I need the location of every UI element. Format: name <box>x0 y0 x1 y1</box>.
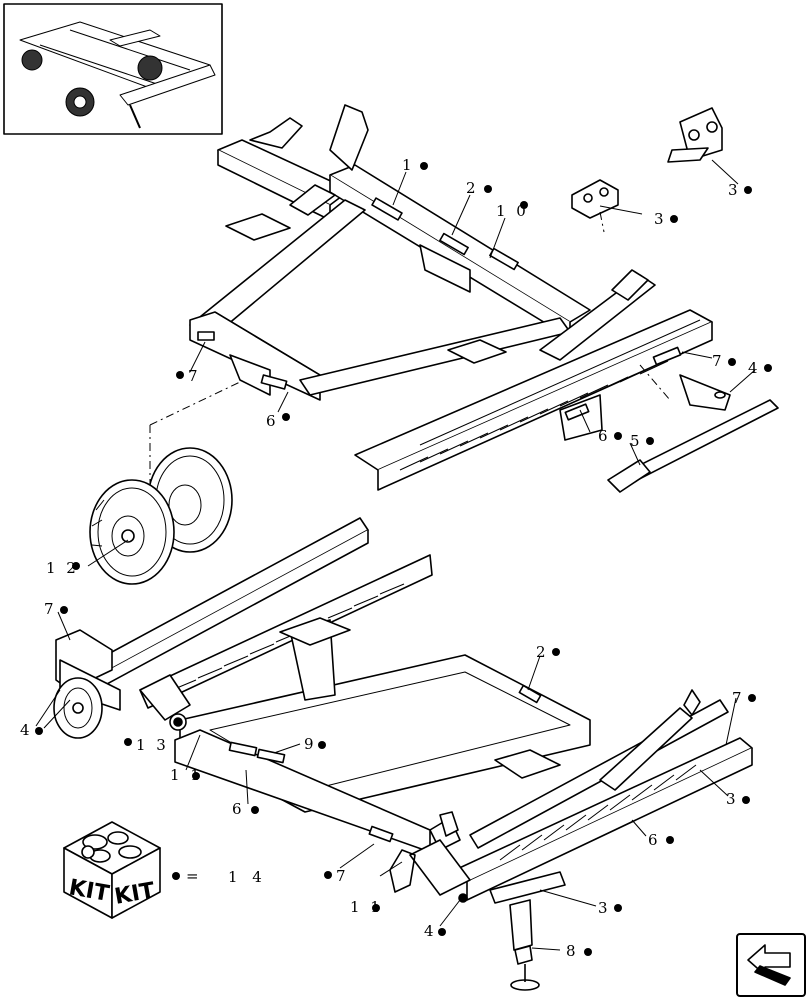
marker-dot <box>744 186 752 194</box>
callout-7-right-top: 7 <box>712 352 725 370</box>
marker-dot <box>124 738 132 746</box>
upper-main-frame <box>189 104 591 401</box>
marker-dot <box>584 948 592 956</box>
dual-wheel-assembly <box>89 447 233 585</box>
marker-dot <box>318 741 326 749</box>
marker-dot <box>35 727 43 735</box>
marker-dot <box>372 904 380 912</box>
marker-dot <box>666 836 674 844</box>
callout-3-low-right: 3 <box>726 790 739 808</box>
callout-13: 1 3 <box>136 736 169 754</box>
marker-dot <box>748 694 756 702</box>
marker-dot <box>728 358 736 366</box>
overview-thumbnail <box>3 3 223 135</box>
callout-3a: 3 <box>728 181 741 199</box>
callout-6-top-left: 6 <box>266 412 279 430</box>
callout-12: 1 2 <box>46 559 79 577</box>
return-arrow-icon[interactable] <box>736 933 806 997</box>
callout-3b: 3 <box>654 210 667 228</box>
marker-dot <box>742 796 750 804</box>
callout-6-top-mid: 6 <box>598 427 611 445</box>
marker-dot <box>282 413 290 421</box>
callout-4-left-low: 4 <box>20 721 33 739</box>
callout-8: 8 <box>566 942 579 960</box>
callout-11a: 1 1 <box>170 766 203 784</box>
lower-left-hitch <box>53 629 191 739</box>
kit-legend-dot <box>172 872 180 880</box>
callout-7-left-top: 7 <box>188 367 201 385</box>
marker-dot <box>614 432 622 440</box>
callout-10: 1 0 <box>496 202 529 220</box>
callout-9: 9 <box>304 735 317 753</box>
callout-2-top: 2 <box>466 179 479 197</box>
marker-dot <box>646 437 654 445</box>
marker-dot <box>176 371 184 379</box>
marker-dot <box>764 364 772 372</box>
marker-dot <box>72 562 80 570</box>
marker-dot <box>420 162 428 170</box>
marker-dot <box>520 201 528 209</box>
marker-dot <box>552 648 560 656</box>
callout-2-low: 2 <box>536 643 549 661</box>
callout-5: 5 <box>630 432 643 450</box>
upper-right-track <box>354 269 713 491</box>
marker-dot <box>192 772 200 780</box>
marker-dot <box>614 904 622 912</box>
callout-1: 1 <box>402 156 415 174</box>
kit-box-icon <box>63 821 161 919</box>
upper-drawbar <box>607 374 779 493</box>
lower-right-track <box>429 689 753 901</box>
marker-dot <box>670 215 678 223</box>
kit-legend-equals: = <box>186 867 204 885</box>
callout-7-low-mid: 7 <box>336 867 349 885</box>
marker-dot <box>438 928 446 936</box>
callout-6-low-left: 6 <box>232 800 245 818</box>
callout-11b: 1 1 <box>350 898 383 916</box>
marker-dot <box>60 606 68 614</box>
kit-legend-number: 1 4 <box>228 868 267 886</box>
marker-dot <box>251 806 259 814</box>
callout-4-right: 4 <box>748 359 761 377</box>
callout-4-bottom: 4 <box>424 922 437 940</box>
callout-7-left-low: 7 <box>44 600 57 618</box>
callout-leader-lines <box>35 159 756 951</box>
callout-3-bottom: 3 <box>598 899 611 917</box>
upper-right-brackets <box>571 107 723 219</box>
callout-6-low-right: 6 <box>648 831 661 849</box>
lower-main-frame <box>59 517 591 853</box>
lower-front-hitch-jack <box>389 839 566 991</box>
assembly-leader-lines <box>149 211 671 488</box>
callout-7-low-right: 7 <box>732 689 745 707</box>
marker-dot <box>324 871 332 879</box>
marker-dot <box>484 185 492 193</box>
